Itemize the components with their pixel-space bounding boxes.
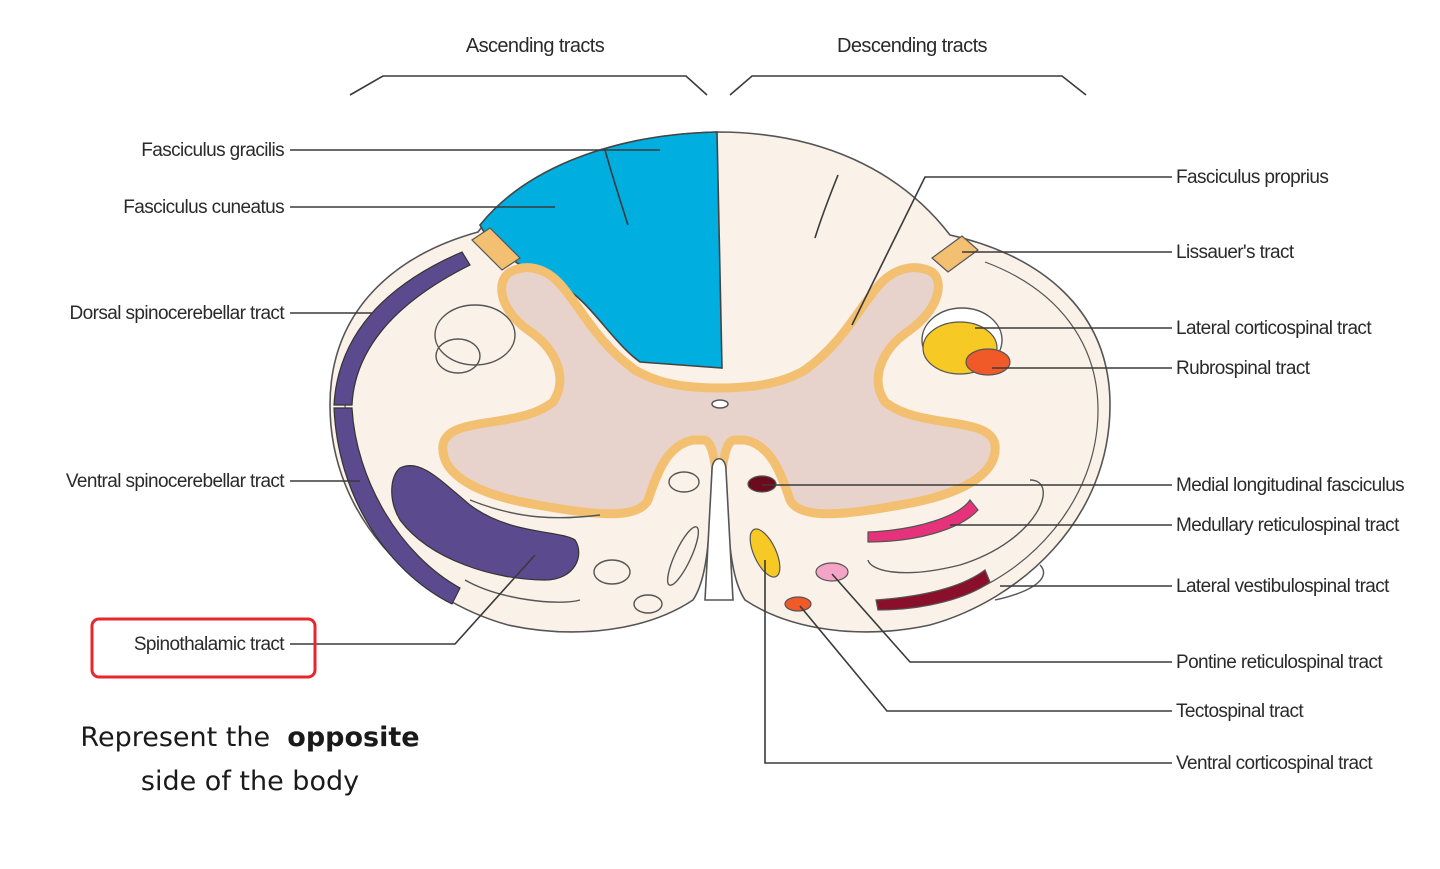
label-lateral-corticospinal: Lateral corticospinal tract	[1176, 318, 1372, 339]
label-medial-longitudinal: Medial longitudinal fasciculus	[1176, 475, 1404, 496]
label-fasciculus-proprius: Fasciculus proprius	[1176, 167, 1328, 188]
tract-outline-left-6	[666, 526, 700, 586]
label-pontine-reticulospinal: Pontine reticulospinal tract	[1176, 652, 1383, 673]
spinothalamic-tract-shape	[391, 465, 580, 581]
leader-fasciculus-proprius	[851, 176, 1172, 326]
dorsal-spinocerebellar-tract	[333, 251, 471, 406]
ventral-spinocerebellar-tract	[333, 407, 461, 605]
rubrospinal-tract-shape	[965, 348, 1011, 376]
tract-outline-left-2	[435, 338, 481, 374]
lateral-vestibulospinal-tract-shape	[875, 569, 991, 611]
tract-outline-left-1	[434, 304, 516, 366]
label-tectospinal: Tectospinal tract	[1176, 701, 1304, 722]
note-prefix: Represent the	[80, 722, 271, 753]
fasciculus-cuneatus-divider	[604, 149, 629, 226]
label-ventral-spinocerebellar: Ventral spinocerebellar tract	[66, 471, 285, 492]
label-spinothalamic: Spinothalamic tract	[134, 634, 285, 655]
label-ventral-corticospinal: Ventral corticospinal tract	[1176, 753, 1373, 774]
spinothalamic-highlight-box	[90, 617, 317, 679]
label-fasciculus-cuneatus: Fasciculus cuneatus	[123, 197, 284, 218]
tract-outline-right-1	[867, 479, 1044, 574]
tract-outline-left-4	[593, 559, 631, 585]
label-medullary-reticulospinal: Medullary reticulospinal tract	[1176, 515, 1400, 536]
leader-spinothalamic	[290, 554, 536, 645]
tract-outline-left-3	[668, 471, 700, 493]
grey-matter	[438, 263, 1000, 519]
medullary-reticulospinal-tract-shape	[867, 498, 979, 543]
tract-outline-right-2	[994, 564, 1045, 601]
note-suffix: side of the body	[140, 766, 360, 797]
tectospinal-tract-shape	[784, 596, 812, 612]
label-dorsal-spinocerebellar: Dorsal spinocerebellar tract	[70, 303, 286, 324]
descending-tracts-header: Descending tracts	[837, 35, 987, 57]
lissauer-left	[471, 227, 521, 271]
leader-ventral-corticospinal	[764, 560, 1172, 764]
pia-ring	[949, 261, 1099, 601]
label-lissauer: Lissauer's tract	[1176, 242, 1295, 263]
descending-bracket	[729, 75, 1087, 96]
leader-tectospinal	[799, 605, 1172, 712]
tract-outline-left-8	[464, 579, 581, 603]
central-canal	[711, 399, 729, 409]
lissauer-right	[931, 235, 979, 273]
leader-pontine-reticulospinal	[831, 573, 1172, 663]
tract-outline-left-5	[633, 594, 663, 614]
pontine-reticulospinal-tract-shape	[815, 562, 849, 582]
label-rubrospinal: Rubrospinal tract	[1176, 358, 1311, 379]
note-emphasis: opposite	[287, 722, 420, 753]
tract-outline-left-7	[469, 499, 601, 519]
fasciculus-proprius-right-divider	[814, 174, 839, 239]
annotation-note: Represent the opposite side of the body	[40, 716, 460, 804]
ascending-bracket	[349, 75, 708, 96]
ventral-corticospinal-tract-shape	[749, 528, 781, 578]
anterior-median-fissure	[704, 457, 734, 601]
label-fasciculus-gracilis: Fasciculus gracilis	[141, 140, 284, 161]
ascending-tracts-header: Ascending tracts	[466, 35, 605, 57]
medial-longitudinal-fasciculus-shape	[747, 475, 777, 493]
label-lateral-vestibulospinal: Lateral vestibulospinal tract	[1176, 576, 1390, 597]
